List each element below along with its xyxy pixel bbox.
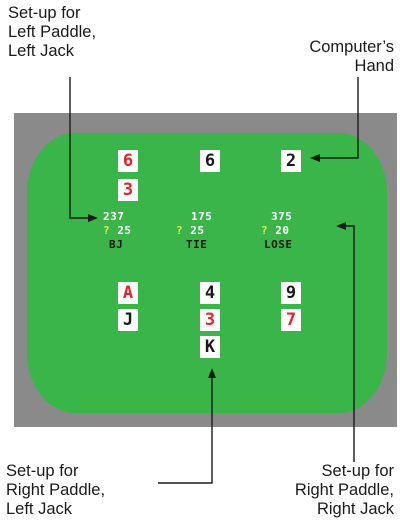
caption-line: Right Paddle,	[6, 481, 105, 500]
player3-chips: 375	[271, 211, 292, 223]
player3-bet: ? 20	[261, 225, 290, 237]
player2-card-2: 3	[200, 309, 220, 331]
player2-result: TIE	[186, 239, 207, 251]
player2-card-3: K	[200, 336, 220, 358]
dealer-card-1: 6	[118, 150, 138, 172]
player2-bet-value: 25	[190, 224, 204, 237]
caption-line: Left Jack	[6, 500, 105, 519]
player3-card-2: 7	[281, 309, 301, 331]
bet-prompt-icon: ?	[261, 224, 268, 237]
player2-bet: ? 25	[176, 225, 205, 237]
caption-right-paddle-right-jack: Set-up for Right Paddle, Right Jack	[295, 462, 394, 519]
player3-result: LOSE	[264, 239, 293, 251]
bet-prompt-icon: ?	[103, 224, 110, 237]
caption-line: Right Jack	[295, 500, 394, 519]
player1-chips: 237	[103, 211, 124, 223]
dealer-card-3: 6	[200, 150, 220, 172]
game-screen	[27, 133, 387, 413]
player3-bet-value: 20	[275, 224, 289, 237]
player1-result: BJ	[109, 239, 123, 251]
player1-bet-value: 25	[117, 224, 131, 237]
caption-line: Left Jack	[8, 42, 96, 61]
caption-line: Set-up for	[8, 4, 96, 23]
dealer-card-4: 2	[281, 150, 301, 172]
player1-card-1: A	[118, 282, 138, 304]
player1-bet: ? 25	[103, 225, 132, 237]
dealer-card-2: 3	[118, 179, 138, 201]
caption-line: Set-up for	[6, 462, 105, 481]
bet-prompt-icon: ?	[176, 224, 183, 237]
player2-card-1: 4	[200, 282, 220, 304]
caption-left-paddle-left-jack: Set-up for Left Paddle, Left Jack	[8, 4, 96, 61]
caption-line: Left Paddle,	[8, 23, 96, 42]
player1-card-2: J	[118, 309, 138, 331]
caption-line: Computer’s	[309, 38, 394, 57]
caption-line: Set-up for	[295, 462, 394, 481]
player3-card-1: 9	[281, 282, 301, 304]
caption-line: Hand	[309, 57, 394, 76]
caption-computers-hand: Computer’s Hand	[309, 38, 394, 76]
player2-chips: 175	[191, 211, 212, 223]
caption-right-paddle-left-jack: Set-up for Right Paddle, Left Jack	[6, 462, 105, 519]
caption-line: Right Paddle,	[295, 481, 394, 500]
